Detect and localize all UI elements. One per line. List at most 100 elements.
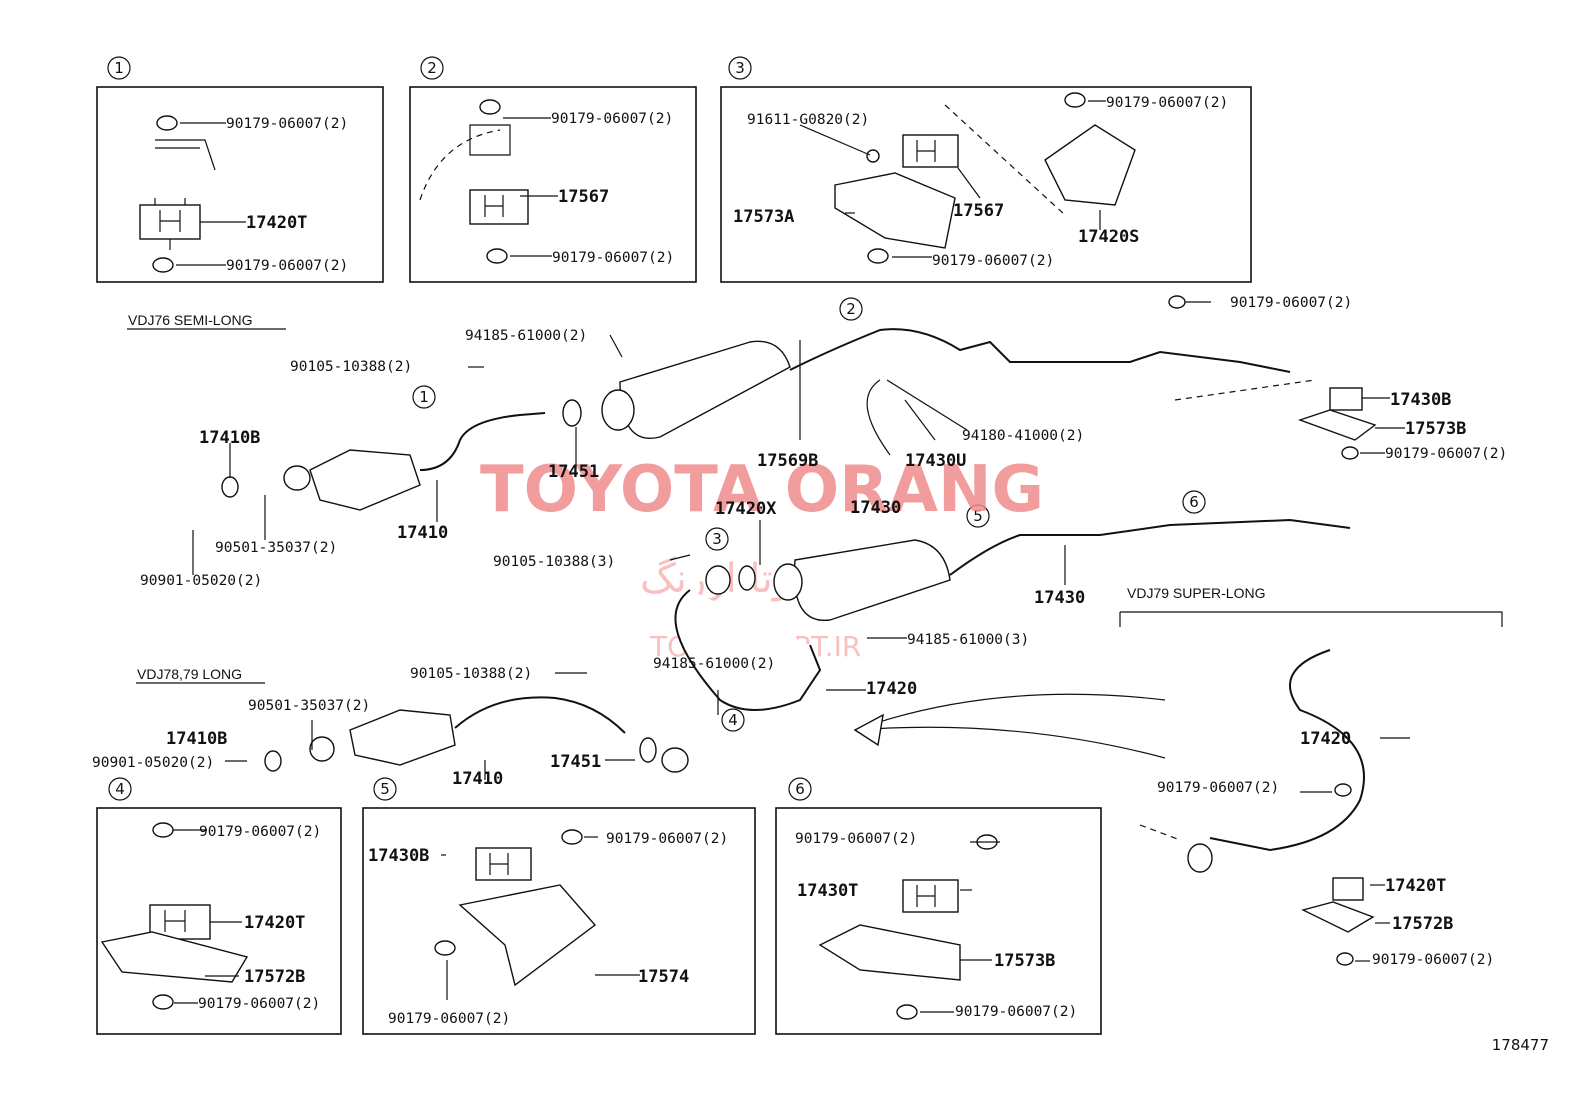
- tail-pipe-17430-semi: [789, 328, 1291, 373]
- svg-text:1: 1: [419, 388, 429, 406]
- callout: 17430B: [1390, 390, 1451, 410]
- spring-17410B-semi: [221, 476, 239, 498]
- callout: 17567: [953, 201, 1004, 221]
- callout: 90501-35037(2): [248, 698, 370, 714]
- catalytic-converter-semi-long: [283, 449, 421, 511]
- detail-box-3: [720, 86, 1252, 283]
- callout: 94185-61000(2): [465, 328, 587, 344]
- callout: 90105-10388(3): [493, 554, 615, 570]
- callout: 17451: [550, 752, 601, 772]
- bracket-17572B-box4: [100, 931, 249, 983]
- callout: 17430: [850, 498, 901, 518]
- callout: 17573B: [994, 951, 1055, 971]
- svg-text:4: 4: [115, 780, 125, 798]
- detail-number-3: 3: [728, 56, 752, 80]
- nut-icon: [1341, 446, 1359, 460]
- callout: 17430U: [905, 451, 966, 471]
- svg-text:5: 5: [973, 507, 983, 525]
- detail-box-6: [775, 807, 1102, 1035]
- callout: 90179-06007(2): [388, 1011, 510, 1027]
- bracket-box1: [155, 139, 216, 171]
- diagram-id: 178477: [1492, 1036, 1549, 1054]
- callout: 17430B: [368, 846, 429, 866]
- detail-box-2: [409, 86, 697, 283]
- svg-text:6: 6: [1189, 493, 1199, 511]
- callout: 17420T: [246, 213, 307, 233]
- callout: 90179-06007(2): [1157, 780, 1279, 796]
- variant-semi-long-label: VDJ76 SEMI-LONG: [128, 312, 252, 328]
- nut-icon: [1334, 783, 1352, 797]
- callout: 90179-06007(2): [551, 111, 673, 127]
- nut-icon: [1064, 92, 1086, 108]
- flange-super-long: [1187, 843, 1213, 873]
- svg-text:3: 3: [735, 59, 745, 77]
- detail-box-5: [362, 807, 756, 1035]
- rubber-mount-17420T-super: [1332, 877, 1364, 901]
- tail-pipe-17430-long: [949, 518, 1351, 576]
- ref-circle-6: 6: [1182, 490, 1206, 514]
- callout: 90179-06007(2): [199, 824, 321, 840]
- svg-text:1: 1: [114, 59, 124, 77]
- nut-icon: [152, 257, 174, 273]
- callout: 90179-06007(2): [1372, 952, 1494, 968]
- rubber-mount-box6: [902, 879, 959, 913]
- ref-circle-3: 3: [705, 527, 729, 551]
- callout: 17410: [452, 769, 503, 789]
- pointer-arrowhead-icon: [853, 713, 884, 747]
- detail-number-4: 4: [108, 777, 132, 801]
- bracket-17573A: [834, 172, 956, 249]
- callout: 90179-06007(2): [1385, 446, 1507, 462]
- callout: 94185-61000(3): [907, 632, 1029, 648]
- detail-number-2: 2: [420, 56, 444, 80]
- gasket-17420X: [738, 565, 756, 591]
- nut-icon: [479, 99, 501, 115]
- pointer-arrow-line: [854, 726, 1166, 759]
- leader-lines: [173, 100, 1410, 1013]
- callout: 90901-05020(2): [92, 755, 214, 771]
- detail-box-1: [96, 86, 384, 283]
- callout: 17420T: [1385, 876, 1446, 896]
- heat-insulator-17574: [458, 884, 597, 987]
- callout: 17420X: [715, 499, 777, 519]
- callout: 17572B: [1392, 914, 1453, 934]
- spring-17410B-long: [264, 750, 282, 772]
- nut-icon: [152, 822, 174, 838]
- svg-text:5: 5: [380, 780, 390, 798]
- variant-long-label: VDJ78,79 LONG: [137, 666, 242, 682]
- callout: 17574: [638, 967, 689, 987]
- callout: 90179-06007(2): [226, 258, 348, 274]
- callout: 90179-06007(2): [552, 250, 674, 266]
- flange-17420-upper: [705, 565, 731, 595]
- detail-number-1: 1: [107, 56, 131, 80]
- muffler-long: [773, 539, 951, 621]
- nut-icon: [434, 940, 456, 956]
- callout: 90901-05020(2): [140, 573, 262, 589]
- bracket-17573B-box6: [818, 924, 961, 981]
- callout: 90179-06007(2): [932, 253, 1054, 269]
- ref-circle-4: 4: [721, 708, 745, 732]
- callout: 90179-06007(2): [1106, 95, 1228, 111]
- heat-insulator-17420S: [1044, 124, 1136, 206]
- nut-icon: [1168, 295, 1186, 309]
- pipe-outline-box2: [419, 129, 501, 201]
- rubber-mount-17430B: [1329, 387, 1363, 411]
- callout: 17420: [866, 679, 917, 699]
- pointer-arrow-line: [854, 693, 1166, 731]
- callout: 90179-06007(2): [198, 996, 320, 1012]
- callout: 17569B: [757, 451, 818, 471]
- callout: 90179-06007(2): [606, 831, 728, 847]
- callout: 90501-35037(2): [215, 540, 337, 556]
- callout: 17430: [1034, 588, 1085, 608]
- bracket-17573B: [1297, 409, 1377, 441]
- ref-circle-2: 2: [839, 297, 863, 321]
- watermark-main: TOYOTA ORANG: [480, 453, 1044, 527]
- front-pipe-17420: [674, 589, 822, 711]
- super-long-bracket: [1119, 611, 1503, 627]
- bracket-17572B-super: [1301, 901, 1375, 933]
- svg-text:4: 4: [728, 711, 738, 729]
- nut-icon: [867, 248, 889, 264]
- dash-guide-super: [1139, 824, 1181, 841]
- callout: 90179-06007(2): [955, 1004, 1077, 1020]
